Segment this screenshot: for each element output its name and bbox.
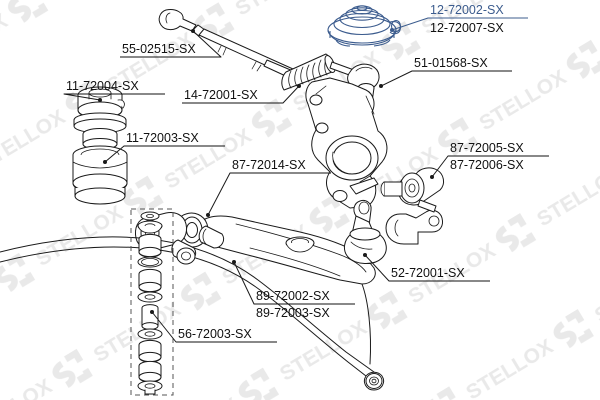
leader-dot xyxy=(390,28,394,32)
callout-87-72005-sx[interactable]: 87-72005-SX xyxy=(430,141,549,179)
callout-51-01568-sx[interactable]: 51-01568-SX xyxy=(379,56,512,88)
steering-knuckle-part xyxy=(306,78,387,208)
part-number-label: 87-72014-SX xyxy=(232,158,306,172)
leader-dot xyxy=(206,213,210,217)
part-number-label: 12-72002-SX xyxy=(430,3,504,17)
leader-line xyxy=(233,261,255,305)
leader-dot xyxy=(98,98,102,102)
steering-rack-boot-part xyxy=(282,54,337,90)
part-number-label: 89-72002-SX xyxy=(256,289,330,303)
leader-dot xyxy=(150,310,154,314)
leader-line xyxy=(282,85,300,104)
leader-line xyxy=(207,172,231,216)
callout-55-02515-sx[interactable]: 55-02515-SX xyxy=(120,29,222,58)
control-arm-tail-part xyxy=(362,284,371,364)
part-number-label: 11-72003-SX xyxy=(126,131,199,145)
part-number-label: 12-72007-SX xyxy=(430,21,504,35)
part-number-label: 87-72006-SX xyxy=(450,158,524,172)
part-number-label: 52-72001-SX xyxy=(391,266,465,280)
leader-dot xyxy=(103,160,107,164)
leader-line xyxy=(104,145,125,163)
part-number-label: 11-72004-SX xyxy=(66,79,139,93)
leader-dot xyxy=(232,260,236,264)
leader-dot xyxy=(430,175,434,179)
link-kit-dashed-boundary xyxy=(130,208,174,396)
callout-52-72001-sx[interactable]: 52-72001-SX xyxy=(363,253,490,282)
leader-line xyxy=(380,70,413,87)
callout-12-72007-sx[interactable]: 12-72007-SX xyxy=(430,21,504,35)
leader-dot xyxy=(379,84,383,88)
leader-line xyxy=(364,254,390,282)
callout-11-72004-sx[interactable]: 11-72004-SX xyxy=(63,79,165,102)
callout-87-72014-sx[interactable]: 87-72014-SX xyxy=(206,158,331,217)
leader-line xyxy=(391,17,429,31)
part-number-label: 89-72003-SX xyxy=(256,306,330,320)
leader-line xyxy=(192,30,222,58)
callout-14-72001-sx[interactable]: 14-72001-SX xyxy=(182,84,301,104)
callout-87-72006-sx[interactable]: 87-72006-SX xyxy=(450,158,524,172)
leader-dot xyxy=(363,253,367,257)
callout-89-72002-sx[interactable]: 89-72002-SX xyxy=(232,260,355,305)
callout-89-72003-sx[interactable]: 89-72003-SX xyxy=(256,306,330,320)
callout-12-72002-sx[interactable]: 12-72002-SX xyxy=(390,3,528,32)
leader-line xyxy=(63,93,101,101)
leader-line xyxy=(431,155,449,178)
stabilizer-link-kit-part xyxy=(130,208,174,396)
lower-ball-joint-part xyxy=(344,200,386,263)
callout-56-72003-sx[interactable]: 56-72003-SX xyxy=(150,310,277,343)
part-number-label: 56-72003-SX xyxy=(178,327,252,341)
strut-dust-boot-part xyxy=(73,146,127,204)
strut-mount-part xyxy=(327,5,402,47)
part-number-label: 87-72005-SX xyxy=(450,141,524,155)
callout-11-72003-sx[interactable]: 11-72003-SX xyxy=(103,131,225,164)
leader-dot xyxy=(191,29,195,33)
leader-dot xyxy=(297,84,301,88)
leader-line xyxy=(151,311,177,343)
part-number-label: 55-02515-SX xyxy=(122,42,196,56)
part-number-label: 51-01568-SX xyxy=(414,56,488,70)
stabilizer-bar-part xyxy=(0,226,384,390)
part-number-label: 14-72001-SX xyxy=(184,88,258,102)
